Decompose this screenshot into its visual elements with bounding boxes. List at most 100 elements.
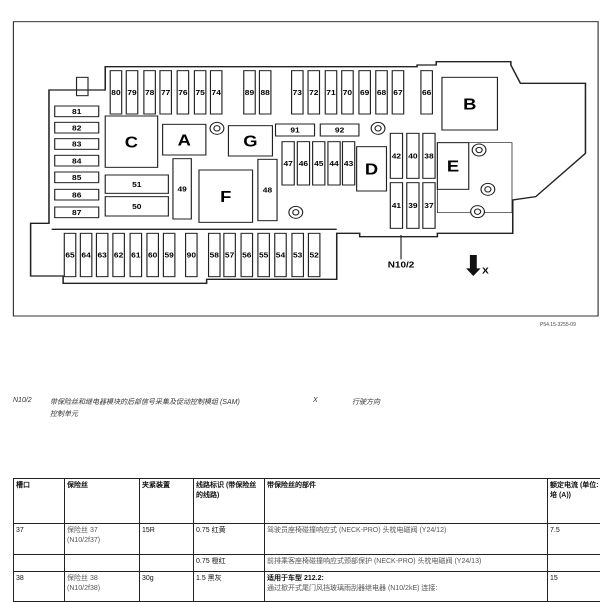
- fuse-65-label: 65: [65, 251, 75, 259]
- mounting-hole-icon: [293, 210, 299, 215]
- fuse-88-label: 88: [261, 88, 271, 96]
- fuse-81-label: 81: [72, 107, 82, 115]
- arrow-down-icon: [466, 255, 481, 276]
- fuse-75-label: 75: [195, 88, 205, 96]
- relay-f-label: F: [220, 187, 231, 206]
- fuse-42-label: 42: [392, 152, 402, 160]
- cell-fuse: [65, 555, 140, 572]
- fuse-56-label: 56: [242, 251, 252, 259]
- fuse-45-label: 45: [314, 159, 324, 167]
- header-fuse: 保险丝: [65, 479, 140, 524]
- cell-clamp: 30g: [140, 572, 194, 602]
- table-row: 37 保险丝 37(N10/2f37) 15R 0.75 红黄 驾驶员座椅碰撞响…: [14, 524, 600, 555]
- fuse-80-label: 80: [111, 88, 121, 96]
- fuse-52-label: 52: [309, 251, 319, 259]
- direction-label: X: [482, 266, 489, 275]
- cell-wire: 0.75 橙红: [194, 555, 265, 572]
- cell-component: 驾驶员座椅碰撞响应式 (NECK-PRO) 头枕电磁阀 (Y24/12): [265, 524, 548, 555]
- fuse-41-label: 41: [392, 202, 402, 210]
- fuse-40-label: 40: [408, 152, 418, 160]
- relay-e-label: E: [447, 157, 459, 176]
- fuse-60-label: 60: [148, 251, 158, 259]
- fuse-83-label: 83: [72, 140, 82, 148]
- fuse-67-label: 67: [393, 88, 403, 96]
- figure-id: P54.15-3255-09: [540, 322, 576, 328]
- cell-fuse: 保险丝 37(N10/2f37): [65, 524, 140, 555]
- fuse-46-label: 46: [299, 159, 309, 167]
- mounting-hole-icon: [375, 126, 381, 131]
- cell-component: 前排乘客座椅碰撞响应式颈部保护 (NECK-PRO) 头枕电磁阀 (Y24/13…: [265, 555, 548, 572]
- component-text: 通过掀开式尾门风挡玻璃雨刮器继电器 (N10/2kE) 连接:: [267, 584, 545, 594]
- cell-wire: 1.5 黑灰: [194, 572, 265, 602]
- relay-50-label: 50: [132, 202, 142, 210]
- mounting-hole-icon: [476, 147, 482, 152]
- fuse-66-label: 66: [422, 88, 432, 96]
- fuse-id: (N10/2f38): [67, 584, 137, 594]
- table-row: 0.75 橙红 前排乘客座椅碰撞响应式颈部保护 (NECK-PRO) 头枕电磁阀…: [14, 555, 600, 572]
- fuse-70-label: 70: [343, 88, 353, 96]
- cell-slot: 38: [14, 572, 65, 602]
- fuse-57-label: 57: [225, 251, 235, 259]
- cell-clamp: [140, 555, 194, 572]
- fuse-79-label: 79: [127, 88, 137, 96]
- cell-fuse: 保险丝 38(N10/2f38): [65, 572, 140, 602]
- fuse-89-label: 89: [245, 88, 255, 96]
- fuse-63-label: 63: [97, 251, 107, 259]
- mounting-hole-icon: [485, 187, 491, 192]
- fuse-84-label: 84: [72, 157, 82, 165]
- fuse-43-label: 43: [344, 159, 354, 167]
- fuse-44-label: 44: [329, 159, 339, 167]
- fuse-name: 保险丝 38: [67, 574, 137, 584]
- legend-code-n10-2: N10/2: [13, 397, 32, 404]
- header-current: 额定电流 (单位: 安培 (A)): [548, 479, 600, 524]
- fuse-55-label: 55: [259, 251, 269, 259]
- cell-clamp: 15R: [140, 524, 194, 555]
- relay-d-label: D: [365, 160, 378, 179]
- fuse-53-label: 53: [293, 251, 303, 259]
- fuse-92-label: 92: [335, 126, 345, 134]
- table-header-row: 槽口 保险丝 夹紧装置 线路标识 (带保险丝的线路) 带保险丝的部件 额定电流 …: [14, 479, 600, 524]
- relay-51-label: 51: [132, 180, 142, 188]
- fuse-37-label: 37: [424, 202, 434, 210]
- cell-current: [548, 555, 600, 572]
- fuse-64-label: 64: [81, 251, 91, 259]
- fuse-87-label: 87: [72, 208, 82, 216]
- fuse-77-label: 77: [161, 88, 171, 96]
- fuse-38-label: 38: [424, 152, 434, 160]
- fuse-76-label: 76: [178, 88, 188, 96]
- relay-c-label: C: [125, 133, 138, 152]
- legend-text-n10-2: 带保险丝和继电器模块的后部信号采集及促动控制模组 (SAM): [50, 397, 240, 407]
- fuse-61-label: 61: [131, 251, 141, 259]
- component-title: 适用于车型 212.2:: [267, 574, 545, 584]
- fuse-59-label: 59: [164, 251, 174, 259]
- header-clamp: 夹紧装置: [140, 479, 194, 524]
- fuse-74-label: 74: [212, 88, 222, 96]
- fuse-62-label: 62: [114, 251, 124, 259]
- fuse-id: (N10/2f37): [67, 536, 137, 546]
- header-component: 带保险丝的部件: [265, 479, 548, 524]
- fuse-72-label: 72: [309, 88, 319, 96]
- fuse-82-label: 82: [72, 124, 82, 132]
- fuse-47-label: 47: [283, 159, 293, 167]
- fuse-54-label: 54: [276, 251, 286, 259]
- cell-slot: [14, 555, 65, 572]
- fuse-71-label: 71: [326, 88, 336, 96]
- header-wire: 线路标识 (带保险丝的线路): [194, 479, 265, 524]
- fuse-90-label: 90: [187, 251, 197, 259]
- relay-a-label: A: [178, 131, 191, 150]
- relay-48-label: 48: [263, 186, 273, 194]
- cell-current: 7.5: [548, 524, 600, 555]
- fuse-39-label: 39: [408, 202, 418, 210]
- fuse-85-label: 85: [72, 173, 82, 181]
- fuse-73-label: 73: [293, 88, 303, 96]
- connector-slot: [77, 77, 88, 95]
- fuse-name: 保险丝 37: [67, 526, 137, 536]
- relay-g-label: G: [243, 132, 257, 151]
- fuse-86-label: 86: [72, 191, 82, 199]
- cell-current: 15: [548, 572, 600, 602]
- mounting-hole-icon: [214, 126, 220, 131]
- fuse-78-label: 78: [145, 88, 155, 96]
- fuse-table: 槽口 保险丝 夹紧装置 线路标识 (带保险丝的线路) 带保险丝的部件 额定电流 …: [13, 478, 600, 602]
- mounting-hole-icon: [474, 209, 480, 214]
